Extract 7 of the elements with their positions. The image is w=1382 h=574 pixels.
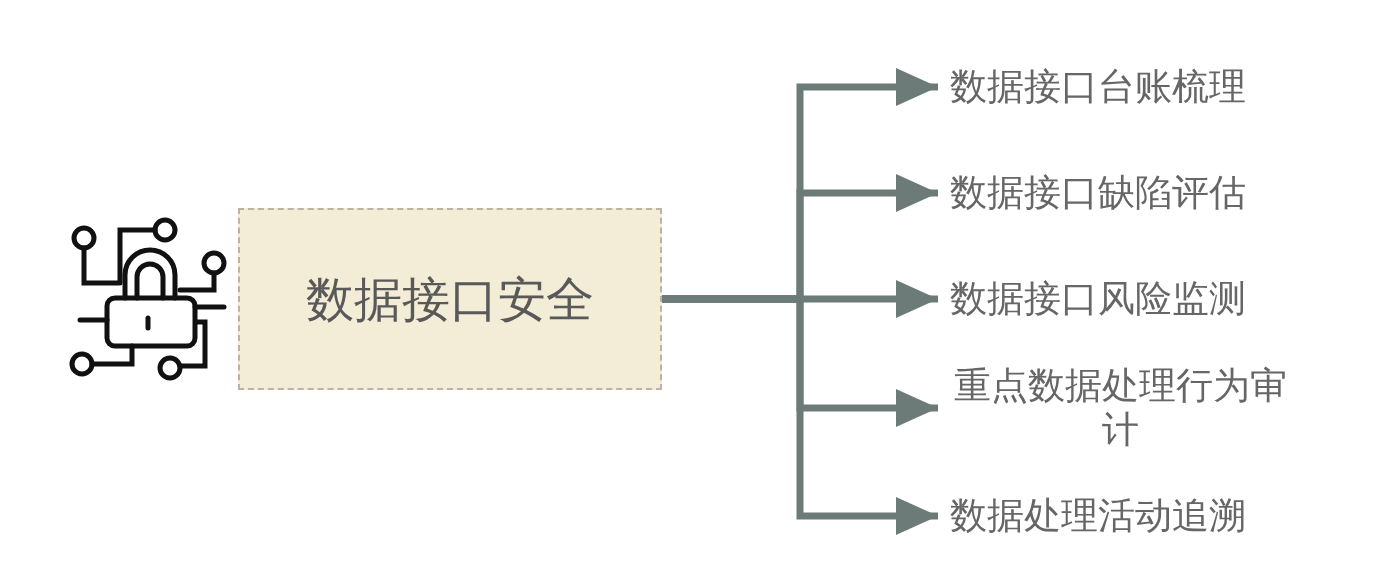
process-box: [238, 208, 662, 390]
box-label: 数据接口安全: [306, 270, 594, 329]
item-label: 数据接口台账梳理: [950, 64, 1246, 110]
item-label: 数据接口风险监测: [950, 276, 1246, 322]
item-label: 数据处理活动追溯: [950, 493, 1246, 539]
item-label: 数据接口缺陷评估: [950, 170, 1246, 216]
item-label: 重点数据处理行为审计: [952, 363, 1288, 453]
